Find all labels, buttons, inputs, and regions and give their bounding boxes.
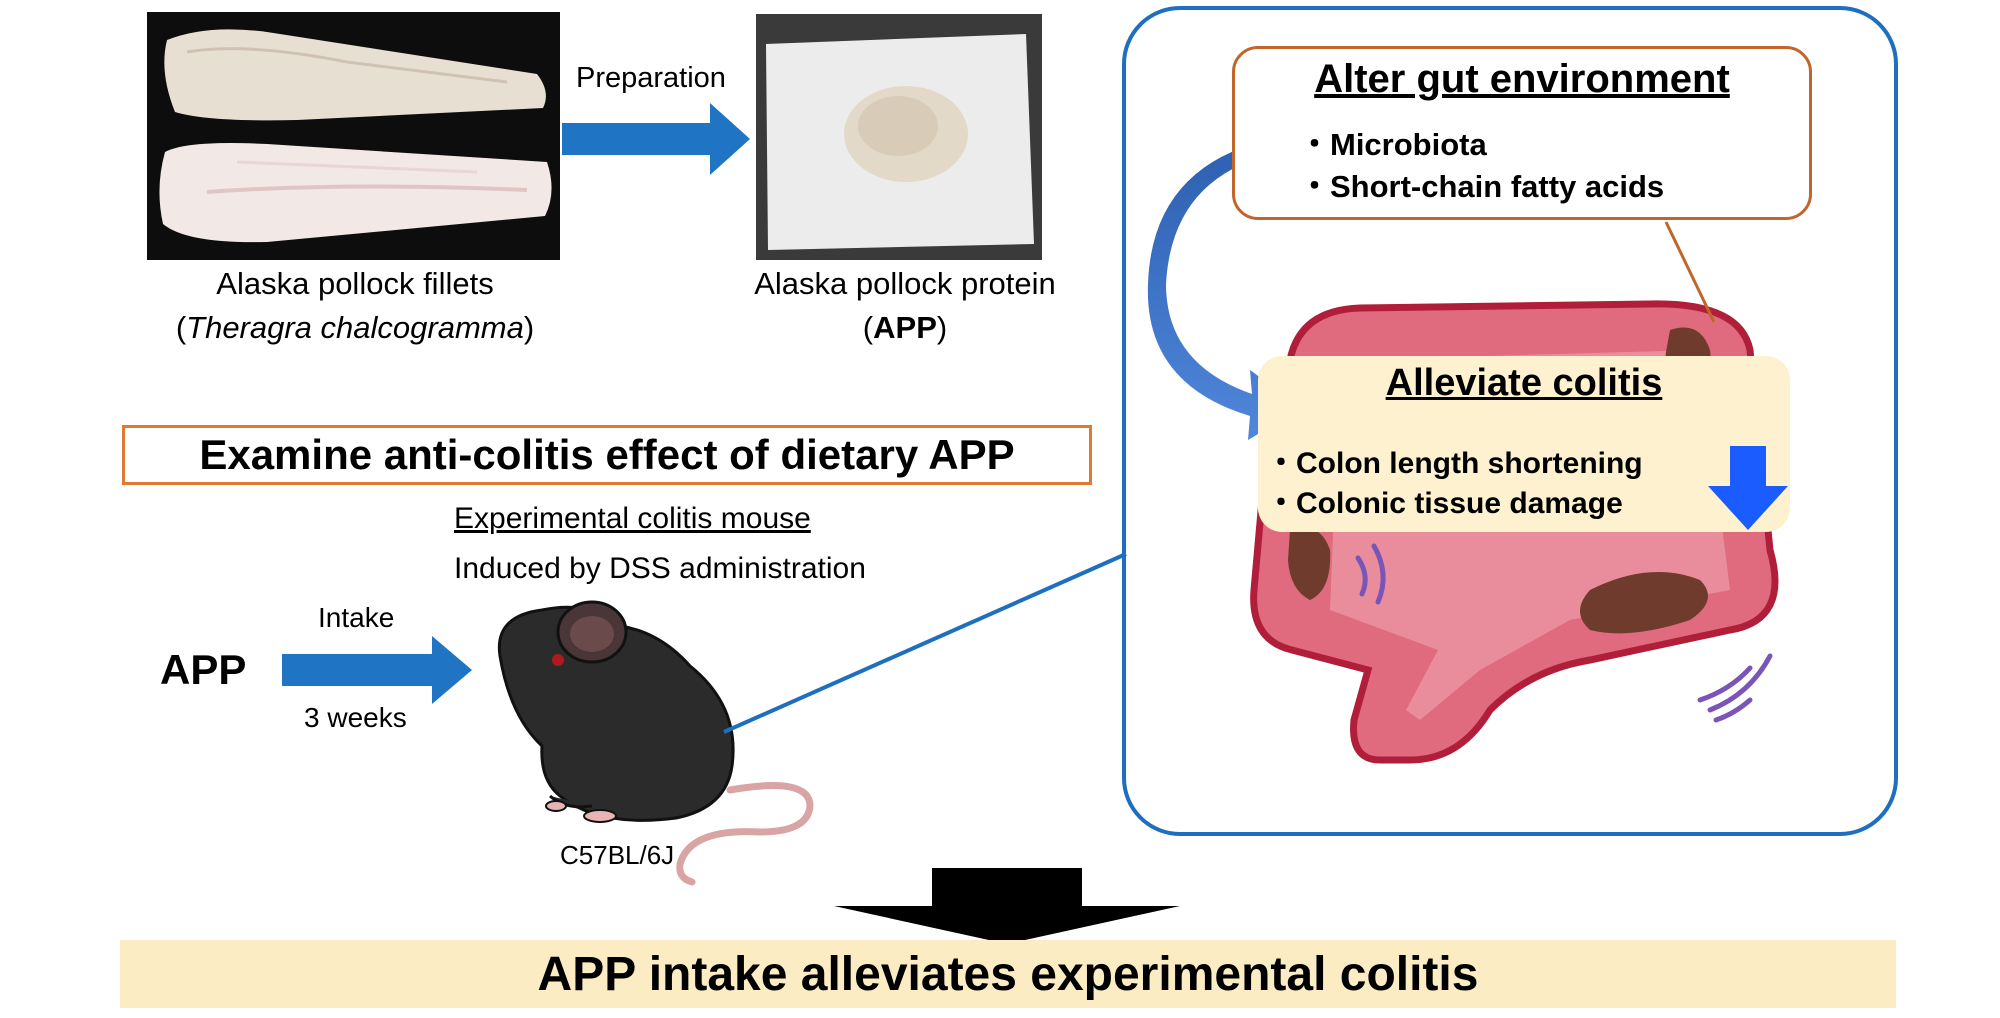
fillets-caption-line1: Alaska pollock fillets <box>216 266 494 301</box>
powder-caption-line1: Alaska pollock protein <box>754 266 1056 301</box>
mouse-paw <box>583 809 617 823</box>
fillets-photo <box>147 12 560 260</box>
study-heading: Examine anti-colitis effect of dietary A… <box>122 425 1092 485</box>
mouse-eye <box>552 654 564 666</box>
stool-left <box>1288 527 1331 600</box>
route-label: Intake <box>318 602 395 633</box>
colitis-item-damage: ・Colonic tissue damage <box>1266 487 1623 520</box>
preparation-arrow <box>562 103 750 175</box>
alleviate-colitis-title: Alleviate colitis <box>1385 362 1663 404</box>
intake-arrow <box>282 636 472 704</box>
model-title: Experimental colitis mouse <box>454 502 811 535</box>
gut-environment-title: Alter gut environment <box>1314 57 1730 101</box>
pointer-line <box>1664 221 1716 323</box>
colitis-item-length: ・Colon length shortening <box>1266 447 1643 480</box>
fillets-image <box>159 29 552 243</box>
fillets-caption-line2: (Theragra chalcogramma) <box>175 310 535 345</box>
powder-image <box>756 14 1042 260</box>
stool-lower <box>1580 572 1708 634</box>
mouse-tail <box>676 782 814 886</box>
conclusion-arrow <box>834 868 1180 944</box>
gut-item-microbiota: ・Microbiota <box>1299 127 1487 162</box>
preparation-label: Preparation <box>576 62 726 94</box>
powder-caption-line2: (APP) <box>862 310 948 345</box>
curved-arrow <box>1147 140 1302 440</box>
motion-lines-right <box>1697 653 1773 723</box>
powder-photo <box>756 14 1042 260</box>
motion-lines-left <box>1355 543 1386 605</box>
mouse-illustration <box>497 600 814 886</box>
connector-line <box>723 552 1127 734</box>
decrease-arrow-icon <box>1708 446 1788 530</box>
conclusion-banner: APP intake alleviates experimental colit… <box>120 940 1896 1008</box>
species-name: Theragra chalcogramma <box>186 310 524 345</box>
treatment-label: APP <box>160 646 247 693</box>
mechanism-panel <box>1122 6 1898 836</box>
duration-label: 3 weeks <box>304 702 407 733</box>
model-induction: Induced by DSS administration <box>454 552 866 585</box>
strain-label: C57BL/6J <box>560 840 675 870</box>
powder-caption: Alaska pollock protein (APP) <box>720 262 1090 350</box>
gut-item-scfa: ・Short-chain fatty acids <box>1299 169 1665 204</box>
alleviate-colitis-box: Alleviate colitis ・Colon length shorteni… <box>1258 356 1790 532</box>
fillets-caption: Alaska pollock fillets (Theragra chalcog… <box>110 262 600 350</box>
app-abbreviation: APP <box>873 310 937 345</box>
gut-environment-box: Alter gut environment ・Microbiota ・Short… <box>1232 46 1812 220</box>
